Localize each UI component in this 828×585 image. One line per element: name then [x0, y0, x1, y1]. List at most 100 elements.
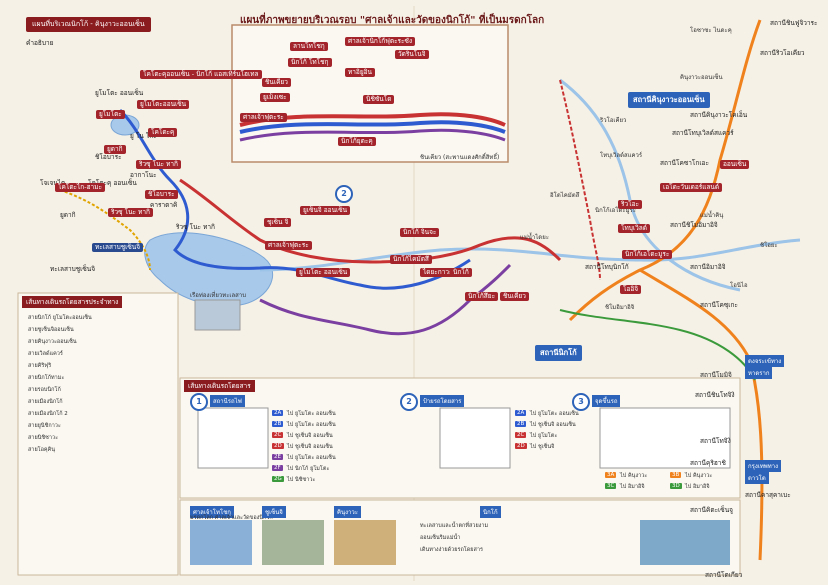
poi-tag: นิกโก้ไคมัตสึ: [390, 255, 432, 265]
inset-tag: ทาอิยูอิน: [345, 68, 375, 78]
info-card-body: ออนเซ็นริมแม่น้ำ: [420, 535, 461, 541]
inset-tag: นิกโก้ยุตะคุ: [338, 137, 376, 147]
route-row-text: ไป นิกโก้ ยูโมโตะ: [287, 466, 330, 472]
legend-row: สายคินุงาวะออนเซ็น: [28, 339, 77, 345]
route-code-chip: 3C: [605, 483, 617, 489]
route-number-1: 1: [190, 393, 208, 411]
inset-note: ชินเคียว (สะพานแดงศักดิ์สิทธิ์): [420, 154, 500, 161]
spot-label: โจเจนไต: [40, 179, 66, 187]
station-label: สถานีคุริฮาชิ: [690, 459, 726, 467]
route-row-text: ไป ยูโมโตะ ออนเซ็น: [287, 411, 336, 417]
route-row-text: ไป คินุงาวะ: [685, 473, 713, 479]
spot-label: คาราตาคิ: [150, 201, 178, 209]
spot-label: ชิโมอิมาอิจิ: [605, 304, 635, 311]
spot-label: นิกโก้เอโดะมูระ: [595, 207, 636, 214]
route-section-3: จุดขึ้นรถ: [592, 395, 621, 407]
route-row-text: ไป อิมาอิจิ: [620, 484, 645, 490]
poi-tag: ไดยะกาวะ: [420, 268, 456, 278]
route-code-chip: 3D: [670, 483, 682, 489]
route-row-text: ไป ชูเซ็นจิ ออนเซ็น: [287, 444, 333, 450]
station-label: สถานีชินโทจิงิ: [695, 391, 735, 399]
info-card-body: เดินทางง่ายด้วยรถโดยสาร: [420, 547, 483, 553]
route-red-line: [179, 178, 562, 264]
river-note: แม่น้ำไดยะ: [520, 234, 549, 241]
poi-tag: ยูเซ็นจิ ออนเซ็น: [300, 206, 351, 216]
poi-tag: ยูโมโตะ ออนเซ็น: [296, 268, 351, 278]
route-code-chip: 2F: [272, 465, 283, 471]
poi-tag: ออนเซ็น: [720, 160, 750, 170]
photo-2: [262, 520, 324, 565]
spot-label: ยูโมโตะ ออนเซ็น: [95, 89, 144, 97]
route-row-text: ไป ชูเซ็นจิ: [530, 444, 555, 450]
poi-tag: ยูโมโตะออนเซ็น: [137, 100, 190, 110]
spot-label: ทะเลสาบชูเซ็นจิ: [50, 265, 96, 273]
spot-label: อิโดไคมัตสึ: [550, 192, 580, 199]
station-box: สถานีคินุงาวะออนเซ็น: [628, 92, 710, 108]
inset-route-red: [239, 112, 506, 127]
region-box: ดงจระเข้ทาง: [745, 355, 785, 367]
legend-heading: เส้นทางเดินรถโดยสารประจำทาง: [22, 296, 123, 308]
poi-tag: ศาลเจ้าฟุตะระ: [265, 241, 312, 251]
route-code-chip: 2B: [515, 421, 527, 427]
info-card-body: มรดกโลก ศาลเจ้าและวัดของนิกโก้: [190, 515, 273, 521]
inset-tag: ชินเคียว: [262, 78, 291, 88]
legend-row: สายชูเซ็นจิออนเซ็น: [28, 327, 74, 333]
inset-tag: นิชิซันโด: [363, 95, 395, 105]
route-row-text: ไป ชูเซ็นจิ ออนเซ็น: [530, 422, 576, 428]
poi-tag: โคโตะคุ: [148, 128, 178, 138]
route-section-2: ป้ายรถโดยสาร: [420, 395, 465, 407]
route-code-chip: 2D: [272, 443, 284, 449]
info-card-title: ศาลเจ้าโทโชกุ: [190, 506, 234, 518]
poi-tag: ริวซุ โนะ ทากิ: [136, 160, 181, 170]
poi-tag: โทบุเวิลด์: [618, 224, 650, 234]
inset-tag: วัดรินโนจิ: [395, 50, 429, 60]
spot-label: ยู โน โกะ: [130, 132, 157, 140]
inset-tag: ลานโทโชกุ: [290, 42, 328, 52]
route-code-chip: 2A: [272, 410, 284, 416]
legend-label: คำอธิบาย: [26, 39, 54, 47]
poi-tag: ชิโอบาระ: [145, 190, 178, 200]
ferry-photo: [194, 299, 241, 331]
poi-tag: นิกโก้ จินจะ: [400, 228, 440, 238]
legend-row: สายรอบนิกโก้: [28, 387, 61, 393]
station-diagram-1: [197, 407, 269, 469]
route-code-chip: 2A: [515, 410, 527, 416]
route-row-text: ไป ยูโมโตะ ออนเซ็น: [530, 411, 579, 417]
ferry-note: เรือท่องเที่ยวทะเลสาบ: [190, 292, 247, 299]
kinu-river-note: แม่น้ำคินุ: [700, 212, 724, 219]
station-label: สถานีคาสุคาเบะ: [745, 491, 791, 499]
map-main-title: แผนที่ภาพขยายบริเวณรอบ "ศาลเจ้าและวัดของ…: [240, 15, 545, 26]
legend-row: สายยูนิชิกาวะ: [28, 423, 61, 429]
spot-label: โอนิไอ: [730, 282, 748, 289]
route-section-1: สถานีรถไฟ: [210, 395, 245, 407]
route-row-text: ไป ยูโมโตะ: [530, 433, 558, 439]
spot-label: โทบุเวิลด์สแควร์: [600, 152, 643, 159]
region-box: ดาวโด: [745, 472, 769, 484]
station-label: สถานีคิตะเซ็นจู: [690, 506, 733, 514]
poi-tag: ชุเซ็น จิ: [264, 218, 292, 228]
spot-label: ชิโอยะ: [760, 242, 778, 249]
legend-row: สายนิกโก้ทามะ: [28, 375, 65, 381]
route-row-text: ไป อิมาอิจิ: [685, 484, 710, 490]
map-tab-title: แผนที่บริเวณนิกโก้ - คินุงาวะออนเซ็น: [26, 17, 151, 32]
info-card-title: ชูเซ็นจิ: [262, 506, 286, 518]
route-code-chip: 2B: [272, 421, 284, 427]
route-blue-line: [118, 108, 471, 290]
station-label: สถานีโคซาโกเอะ: [660, 159, 709, 167]
route-panel-heading: เส้นทางเดินรถโดยสาร: [184, 380, 255, 392]
poi-tag: นิกโก้เอโดะมูระ: [622, 250, 673, 260]
spot-label: โคโตะคุ ออนเซ็น: [88, 179, 137, 187]
station-label: สถานีโคซุเกะ: [700, 301, 738, 309]
inset-route-purple: [239, 128, 506, 142]
rail-green-line: [559, 309, 756, 381]
poi-tag: ริวโอะ: [618, 200, 643, 210]
station-label: สถานีโทบุเวิลด์สแควร์: [672, 129, 734, 137]
poi-tag: ยูดากิ: [104, 145, 126, 155]
station-label: สถานีอิมาอิจิ: [690, 263, 726, 271]
inset-route-blue: [239, 120, 506, 134]
route-code-chip: 2E: [272, 454, 283, 460]
route-code-chip: 2C: [272, 432, 284, 438]
station-label: สถานีโตเกียว: [705, 571, 743, 579]
route-row-text: ไป ยูโมโตะ ออนเซ็น: [287, 422, 336, 428]
